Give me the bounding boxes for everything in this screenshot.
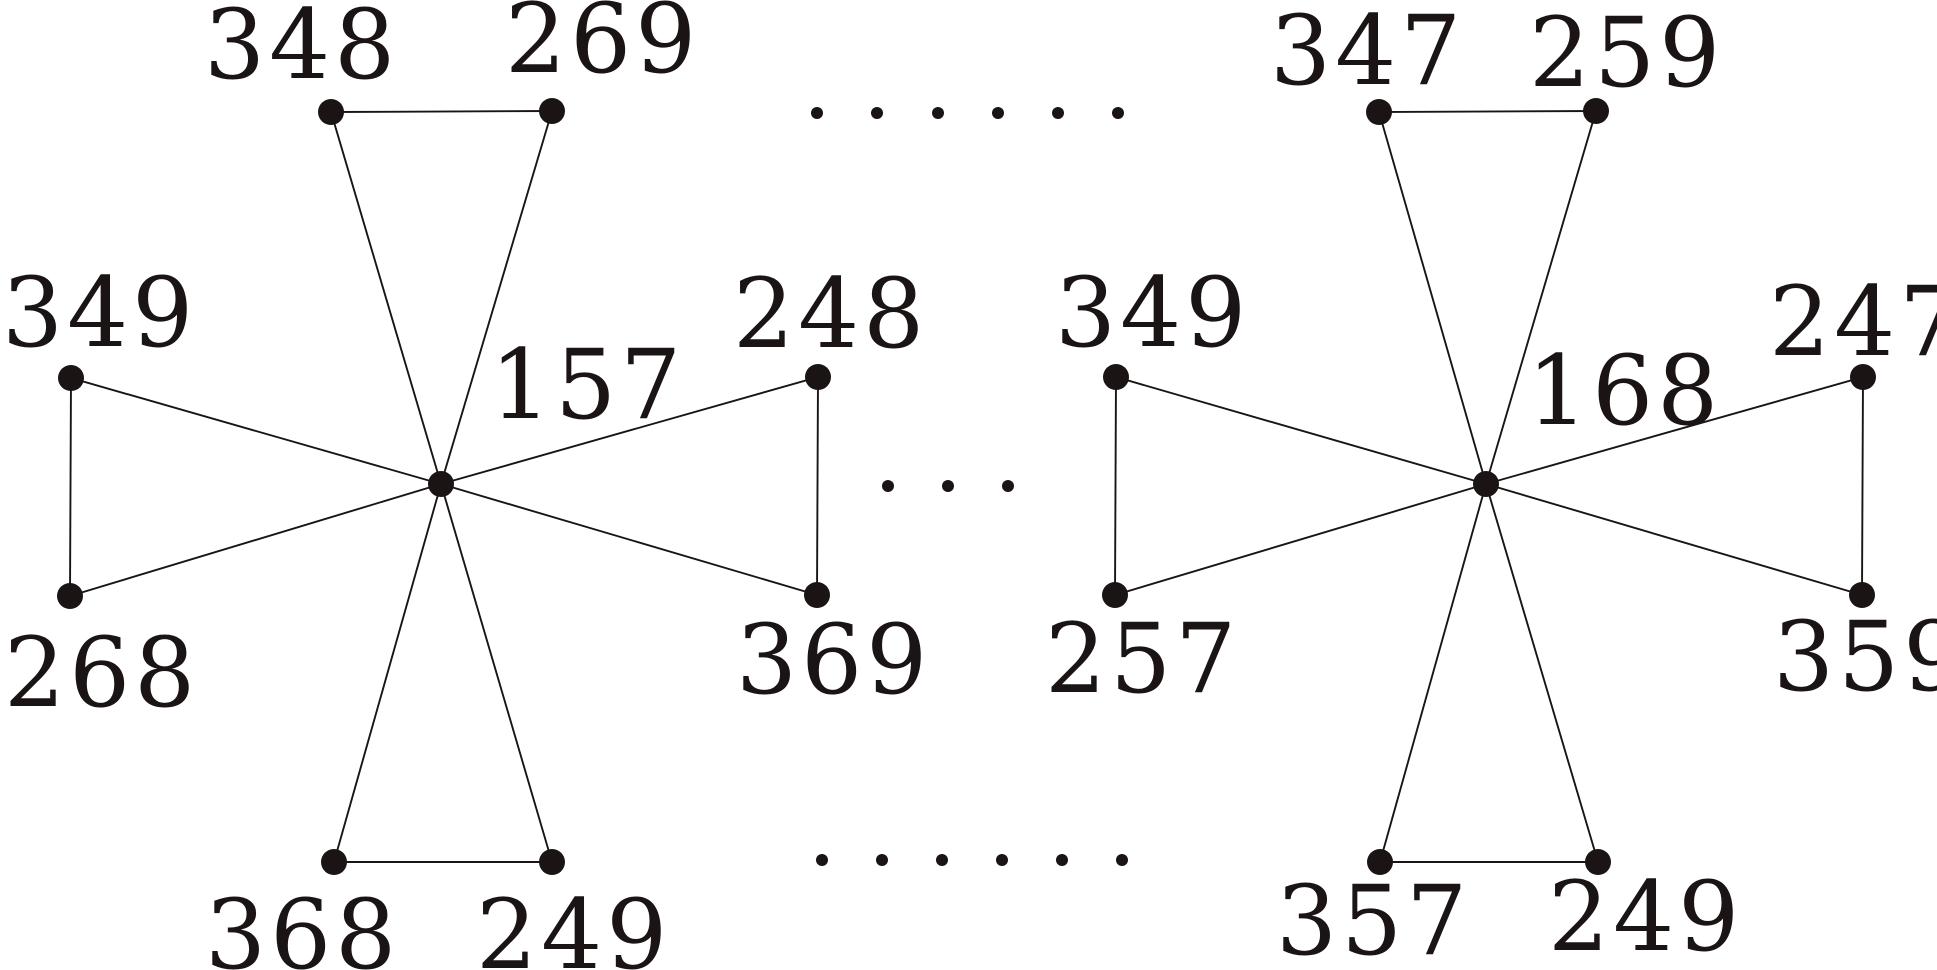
node-bottom-left bbox=[321, 849, 347, 875]
ellipsis-dot bbox=[932, 107, 944, 119]
node-left-lower bbox=[1102, 582, 1128, 608]
node-center bbox=[1473, 471, 1499, 497]
node-label-bottom-left: 368 bbox=[205, 879, 400, 970]
node-label-top-left: 347 bbox=[1270, 0, 1465, 107]
node-right-lower bbox=[1849, 582, 1875, 608]
node-label-top-left: 348 bbox=[204, 0, 399, 101]
edge bbox=[1379, 483, 1487, 863]
edge bbox=[440, 110, 553, 485]
ellipsis-dot bbox=[996, 854, 1008, 866]
node-top-right bbox=[539, 98, 565, 124]
edge bbox=[1485, 110, 1597, 485]
node-label-left-upper: 349 bbox=[2, 257, 197, 369]
node-bottom-right bbox=[539, 849, 565, 875]
node-label-right-lower: 369 bbox=[736, 604, 931, 716]
node-center bbox=[428, 471, 454, 497]
edge bbox=[440, 483, 818, 596]
ellipsis-dot bbox=[871, 107, 883, 119]
node-top-left bbox=[318, 99, 344, 125]
edge bbox=[333, 483, 442, 863]
node-bottom-left bbox=[1367, 849, 1393, 875]
ellipsis-dot bbox=[876, 854, 888, 866]
edge bbox=[330, 111, 442, 485]
edge bbox=[1114, 483, 1487, 596]
edge bbox=[1485, 483, 1863, 596]
node-label-bottom-left: 357 bbox=[1276, 865, 1471, 970]
ellipsis-top bbox=[811, 107, 1124, 119]
edge bbox=[69, 483, 442, 597]
edge bbox=[816, 376, 819, 596]
node-label-left-upper: 349 bbox=[1055, 257, 1250, 369]
edge bbox=[1378, 111, 1487, 485]
edge bbox=[1114, 376, 1117, 596]
ellipsis-dot bbox=[811, 107, 823, 119]
ellipsis-dot bbox=[1002, 480, 1014, 492]
node-bottom-right bbox=[1585, 849, 1611, 875]
node-label-center: 168 bbox=[1527, 335, 1722, 447]
ellipsis-middle bbox=[882, 480, 1014, 492]
edge bbox=[1115, 376, 1487, 485]
ellipsis-dot bbox=[882, 480, 894, 492]
node-top-right bbox=[1583, 98, 1609, 124]
ellipsis-dot bbox=[942, 480, 954, 492]
node-label-top-right: 259 bbox=[1529, 0, 1724, 109]
ellipsis-dot bbox=[992, 107, 1004, 119]
node-right-lower bbox=[804, 582, 830, 608]
node-label-center: 157 bbox=[490, 329, 685, 441]
edge bbox=[69, 377, 72, 597]
node-left-lower bbox=[57, 583, 83, 609]
edge bbox=[70, 377, 442, 485]
right-graph: 168 347 259 349 257 247 359 357 249 bbox=[1045, 0, 1937, 970]
edge bbox=[440, 483, 553, 863]
node-label-right-lower: 359 bbox=[1773, 601, 1937, 713]
edge bbox=[1485, 483, 1599, 863]
edge bbox=[1378, 110, 1597, 113]
edge bbox=[1861, 376, 1864, 596]
node-top-left bbox=[1366, 99, 1392, 125]
ellipsis-dot bbox=[816, 854, 828, 866]
ellipsis-dot bbox=[1052, 107, 1064, 119]
left-graph: 157 348 269 349 268 248 369 368 249 bbox=[2, 0, 931, 970]
node-left-upper bbox=[1103, 364, 1129, 390]
ellipsis-dot bbox=[1056, 854, 1068, 866]
edge bbox=[1485, 376, 1864, 485]
node-left-upper bbox=[58, 365, 84, 391]
node-right-upper bbox=[1850, 364, 1876, 390]
edge bbox=[440, 376, 819, 485]
node-label-top-right: 269 bbox=[505, 0, 700, 95]
node-label-left-lower: 268 bbox=[4, 617, 199, 729]
ellipsis-dot bbox=[936, 854, 948, 866]
ellipsis-bottom bbox=[816, 854, 1128, 866]
ellipsis-dot bbox=[1112, 107, 1124, 119]
node-label-right-upper: 248 bbox=[733, 258, 928, 370]
node-label-left-lower: 257 bbox=[1045, 603, 1240, 715]
ellipsis-dot bbox=[1116, 854, 1128, 866]
node-label-bottom-right: 249 bbox=[1548, 861, 1743, 970]
node-label-right-upper: 247 bbox=[1769, 266, 1937, 378]
node-label-bottom-right: 249 bbox=[476, 879, 671, 970]
node-right-upper bbox=[805, 364, 831, 390]
edge bbox=[330, 110, 553, 113]
